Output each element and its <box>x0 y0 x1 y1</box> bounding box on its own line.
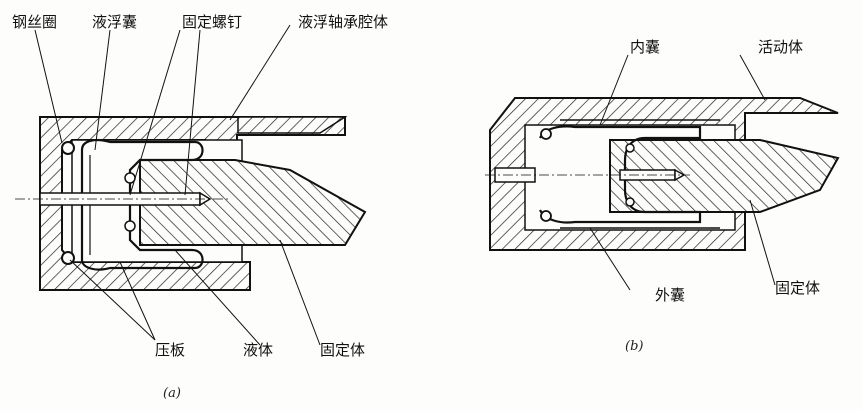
label-steel-ring: 钢丝圈 <box>12 13 57 31</box>
fixed-body-a <box>139 159 367 246</box>
fixed-body-b <box>609 139 840 213</box>
label-fixed-body-a: 固定体 <box>320 341 365 359</box>
diagram-b: 内囊 活动体 外囊 固定体 (b) <box>485 38 840 354</box>
label-liquid: 液体 <box>243 341 273 359</box>
diagram-a: 钢丝圈 液浮囊 固定螺钉 液浮轴承腔体 压板 液体 固定体 (a) <box>12 13 388 401</box>
label-float-bag: 液浮囊 <box>92 13 137 31</box>
label-bearing-cavity: 液浮轴承腔体 <box>298 13 388 31</box>
float-bag-a <box>80 139 204 271</box>
label-fixing-screw: 固定螺钉 <box>182 13 242 31</box>
label-moving-body: 活动体 <box>758 38 803 56</box>
label-pressure-plate: 压板 <box>155 341 185 359</box>
caption-a: (a) <box>163 386 181 401</box>
label-outer-bag: 外囊 <box>655 286 685 304</box>
steel-ring-top-a <box>61 141 75 155</box>
caption-b: (b) <box>625 339 643 354</box>
label-inner-bag: 内囊 <box>630 38 660 56</box>
label-fixed-body-b: 固定体 <box>775 279 820 297</box>
